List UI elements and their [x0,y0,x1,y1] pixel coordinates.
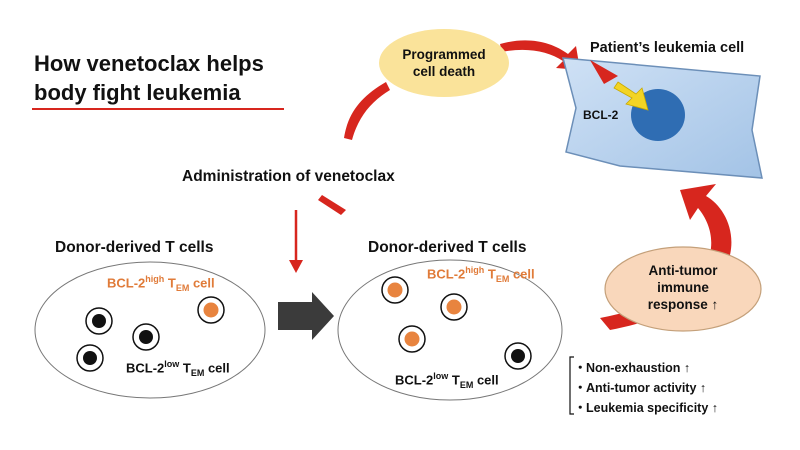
t-cell-high-3 [440,293,468,321]
treatment-block-arrow [278,292,334,340]
curved-arrow-to-cell-death [344,82,390,140]
small-red-mark [318,195,346,215]
programmed-death-pill [379,29,509,97]
t-cell-low-3 [76,344,104,372]
immune-response-pill [604,246,762,332]
bcl2-target-label: BCL-2 [583,108,619,122]
outcomes-bracket [569,356,574,415]
immune-response-text: Anti-tumor immune response ↑ [605,262,761,313]
administration-label: Administration of venetoclax [182,168,395,185]
outcome-item: ・Leukemia specificity ↑ [574,401,719,415]
bcl2-yellow-arrow [613,81,649,111]
down-arrow-head [289,260,303,273]
group-before-title: Donor-derived T cells [55,239,214,256]
immune-response-line-3: response ↑ [647,297,719,312]
programmed-death-line-1: Programmed [402,47,486,62]
t-cell-high-2 [381,276,409,304]
outcome-item: ・Anti-tumor activity ↑ [574,381,707,395]
programmed-death-text: Programmed cell death [379,46,509,80]
group-after-low-label: BCL-2low TEM cell [395,371,499,390]
curved-arrow-to-leukemia-cell [500,40,580,70]
t-cell-high-1 [197,296,225,324]
programmed-death-line-2: cell death [412,64,476,79]
immune-response-line-2: immune [657,280,709,295]
group-after-title: Donor-derived T cells [368,239,527,256]
title-line-2: body fight leukemia [34,80,241,105]
group-before-high-label: BCL-2high TEM cell [107,274,215,293]
leukemia-cell-title: Patient’s leukemia cell [590,40,745,56]
immune-response-line-1: Anti-tumor [648,263,718,278]
outcome-item: ・Non-exhaustion ↑ [574,361,691,375]
t-cell-high-4 [398,325,426,353]
outcomes-list: ・Non-exhaustion ↑ ・Anti-tumor activity ↑… [574,358,718,418]
t-cell-low-2 [132,323,160,351]
group-after-high-label: BCL-2high TEM cell [427,265,535,284]
t-cell-low-4 [504,342,532,370]
t-cell-low-1 [85,307,113,335]
group-before-low-label: BCL-2low TEM cell [126,359,230,378]
title-line-1: How venetoclax helps [34,51,264,76]
venetoclax-drug-wedge [590,60,618,84]
